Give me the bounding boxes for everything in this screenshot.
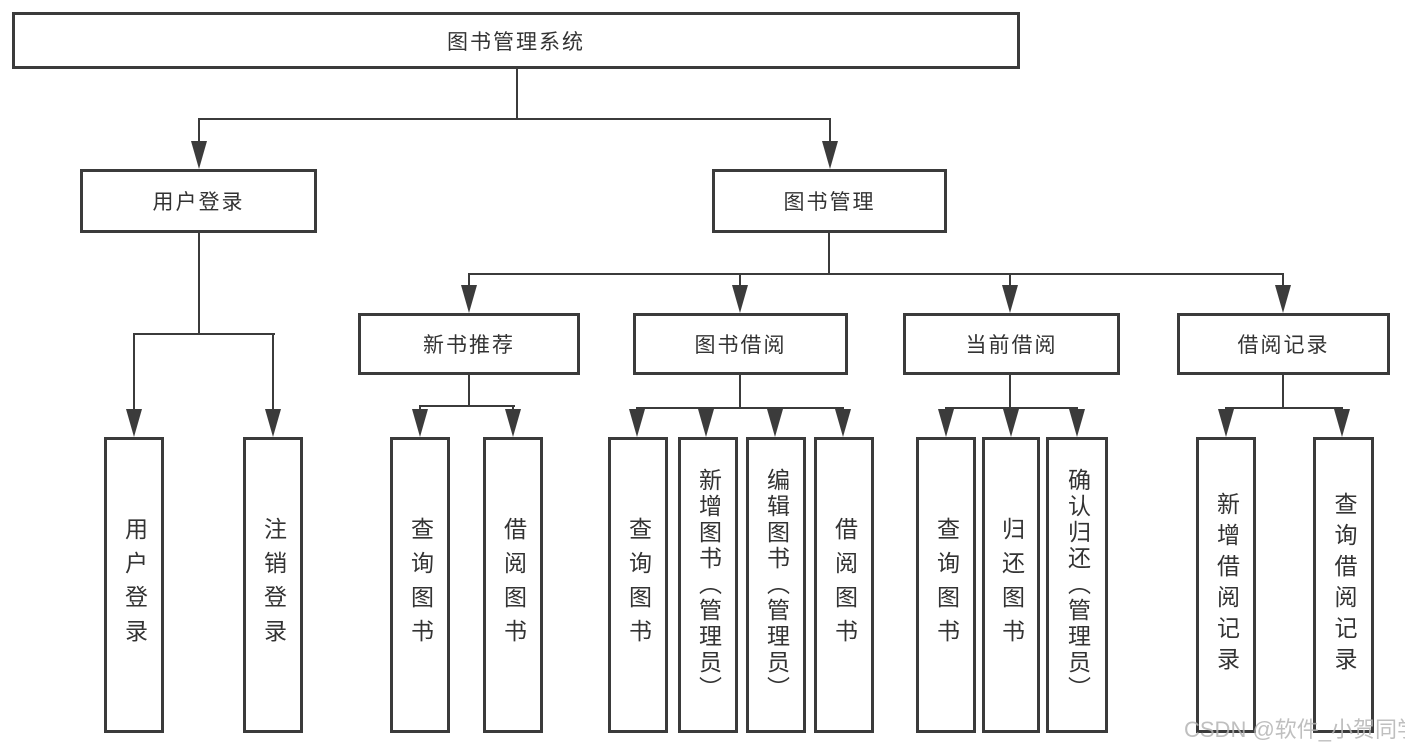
leaf-label: 编辑图书（管理员）	[763, 468, 790, 702]
arrow-down-icon	[1069, 409, 1085, 437]
node-book-mgmt-label: 图书管理	[783, 191, 876, 214]
node-root: 图书管理系统	[12, 12, 1020, 69]
arrow-down-icon	[1218, 409, 1234, 437]
node-current-borrowing: 当前借阅	[903, 313, 1120, 375]
connector-line	[468, 273, 470, 287]
connector-line	[739, 273, 741, 287]
node-root-label: 图书管理系统	[447, 30, 585, 54]
node-user-login-label: 用户登录	[152, 191, 245, 214]
connector-line	[133, 333, 275, 335]
leaf-label: 查询图书	[625, 517, 652, 653]
node-current-borrowing-label: 当前借阅	[965, 334, 1058, 357]
leaf-borrow-books-newbooks: 借阅图书	[483, 437, 543, 733]
node-new-books-label: 新书推荐	[423, 334, 515, 357]
leaf-user-login: 用户登录	[104, 437, 164, 733]
arrow-down-icon	[822, 141, 838, 169]
arrow-down-icon	[835, 409, 851, 437]
connector-line	[637, 407, 844, 409]
arrow-down-icon	[629, 409, 645, 437]
leaf-label: 查询图书	[933, 517, 960, 653]
arrow-down-icon	[191, 141, 207, 169]
leaf-logout: 注销登录	[243, 437, 303, 733]
leaf-label: 借阅图书	[500, 517, 527, 653]
node-user-login: 用户登录	[80, 169, 317, 233]
arrow-down-icon	[938, 409, 954, 437]
leaf-add-books-admin: 新增图书（管理员）	[678, 437, 738, 733]
arrow-down-icon	[1002, 285, 1018, 313]
node-book-mgmt: 图书管理	[712, 169, 947, 233]
connector-line	[468, 375, 470, 406]
leaf-label: 新增图书（管理员）	[695, 468, 722, 702]
leaf-edit-books-admin: 编辑图书（管理员）	[746, 437, 806, 733]
connector-line	[1009, 273, 1011, 287]
node-borrow-records-label: 借阅记录	[1237, 334, 1330, 357]
connector-line	[1282, 273, 1284, 287]
leaf-label: 借阅图书	[831, 517, 858, 653]
arrow-down-icon	[1003, 409, 1019, 437]
connector-line	[419, 405, 515, 407]
watermark: CSDN @软件_小贺同学	[1184, 717, 1405, 742]
arrow-down-icon	[698, 409, 714, 437]
connector-line	[198, 118, 200, 142]
arrow-down-icon	[265, 409, 281, 437]
arrow-down-icon	[461, 285, 477, 313]
arrow-down-icon	[767, 409, 783, 437]
arrow-down-icon	[732, 285, 748, 313]
leaf-query-borrow-record: 查询借阅记录	[1313, 437, 1374, 733]
leaf-query-books-newbooks: 查询图书	[390, 437, 450, 733]
leaf-confirm-return-admin: 确认归还（管理员）	[1046, 437, 1108, 733]
leaf-label: 确认归还（管理员）	[1064, 468, 1091, 702]
connector-line	[133, 333, 135, 412]
connector-line	[516, 69, 518, 119]
arrow-down-icon	[505, 409, 521, 437]
connector-line	[1009, 375, 1011, 407]
connector-line	[272, 333, 274, 412]
node-book-borrowing-label: 图书借阅	[694, 334, 787, 357]
arrow-down-icon	[412, 409, 428, 437]
connector-line	[739, 375, 741, 407]
node-borrow-records: 借阅记录	[1177, 313, 1390, 375]
arrow-down-icon	[1275, 285, 1291, 313]
leaf-label: 新增借阅记录	[1213, 492, 1240, 678]
leaf-label: 用户登录	[121, 517, 148, 653]
connector-line	[1282, 375, 1284, 407]
leaf-label: 归还图书	[998, 517, 1025, 653]
connector-line	[829, 118, 831, 142]
leaf-label: 注销登录	[260, 517, 287, 653]
leaf-add-borrow-record: 新增借阅记录	[1196, 437, 1256, 733]
leaf-label: 查询图书	[407, 517, 434, 653]
connector-line	[828, 233, 830, 273]
connector-line	[198, 233, 200, 333]
connector-line	[468, 273, 1284, 275]
node-new-books: 新书推荐	[358, 313, 580, 375]
leaf-query-books-current: 查询图书	[916, 437, 976, 733]
leaf-query-books-borrowing: 查询图书	[608, 437, 668, 733]
node-book-borrowing: 图书借阅	[633, 313, 848, 375]
connector-line	[1225, 407, 1343, 409]
leaf-return-books: 归还图书	[982, 437, 1040, 733]
leaf-borrow-books-borrowing: 借阅图书	[814, 437, 874, 733]
leaf-label: 查询借阅记录	[1331, 492, 1357, 678]
arrow-down-icon	[126, 409, 142, 437]
arrow-down-icon	[1334, 409, 1350, 437]
connector-line	[198, 118, 831, 120]
